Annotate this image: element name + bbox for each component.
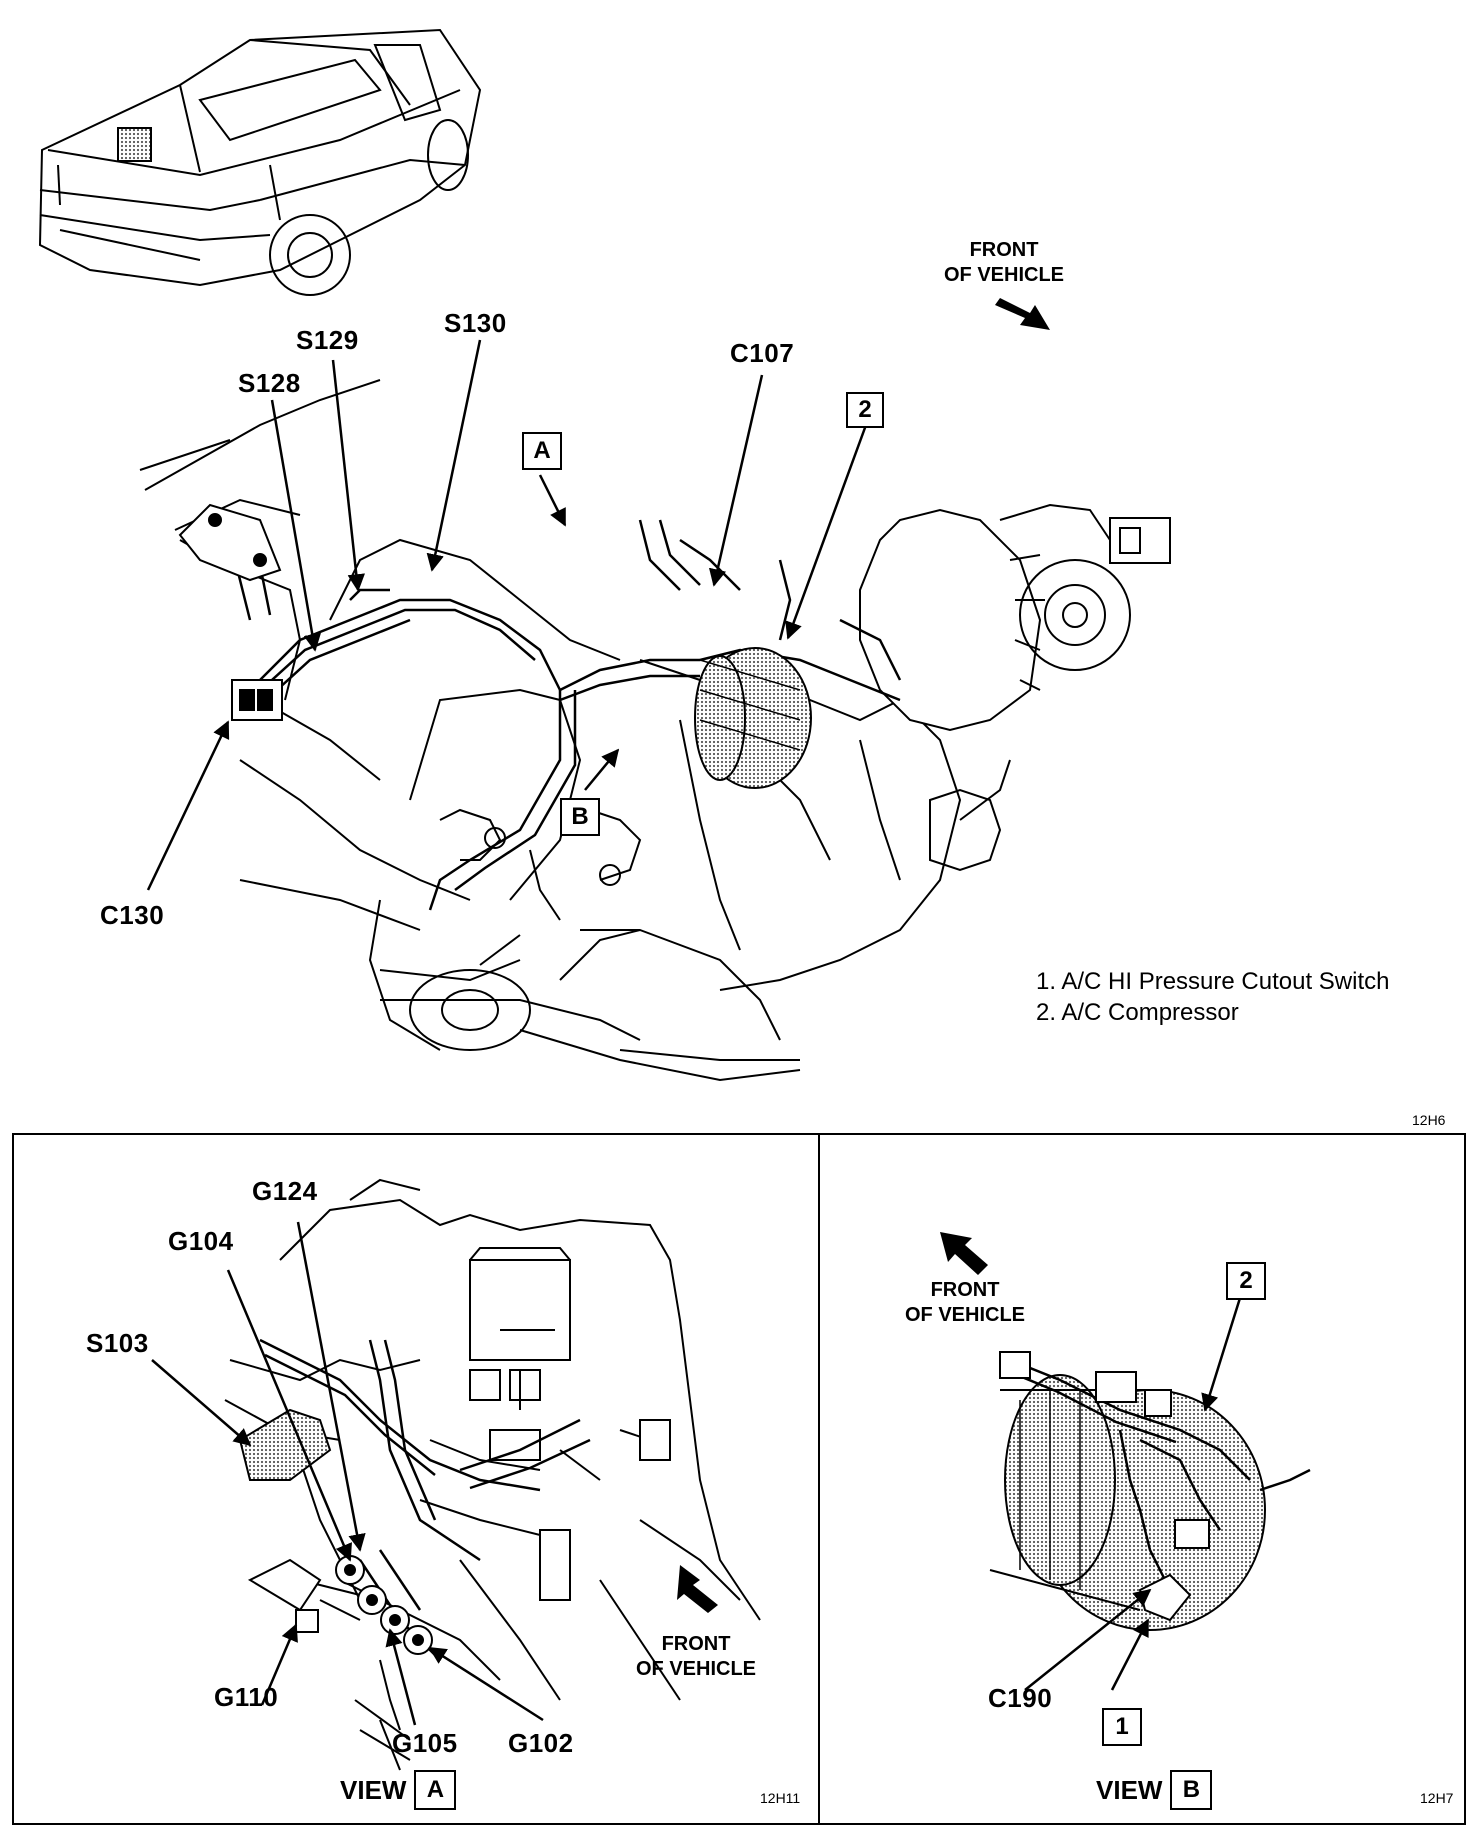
front-of-vehicle-label-line1: FRONT [969, 239, 1039, 261]
view-a-front-label-line2: OF VEHICLE [636, 1658, 757, 1680]
view-a-front-label-line1: FRONT [661, 1633, 731, 1655]
label-c130: C130 [100, 900, 165, 930]
callout-b-box: B [560, 798, 600, 836]
front-of-vehicle-label: FRONT OF VEHICLE [944, 238, 1064, 288]
figure-code-12h11: 12H11 [760, 1790, 801, 1806]
label-g110: G110 [214, 1682, 279, 1712]
relay-bracket [178, 503, 282, 582]
label-c107: C107 [730, 338, 795, 368]
top-leader-lines [146, 339, 868, 891]
view-b-front-of-vehicle-label: FRONT OF VEHICLE [905, 1278, 1025, 1328]
view-a-front-of-vehicle-label: FRONT OF VEHICLE [636, 1632, 756, 1682]
view-a-caption-word: VIEW [340, 1774, 407, 1805]
front-of-vehicle-label-line2: OF VEHICLE [944, 264, 1065, 286]
view-b-front-arrow [940, 1232, 988, 1275]
view-b-lines [1009, 1358, 1311, 1581]
callout-a-box: A [522, 432, 562, 470]
view-b-caption: VIEW B [1096, 1770, 1213, 1810]
view-b-callout-1-box: 1 [1102, 1708, 1142, 1746]
view-a-drawing [224, 1178, 761, 1771]
ac-compressor-top [694, 647, 812, 789]
view-a-leader-lines [151, 1221, 544, 1726]
view-b-leader-lines [1024, 1297, 1242, 1691]
view-a-panel [12, 1133, 820, 1825]
label-g102: G102 [508, 1728, 574, 1758]
label-s130: S130 [444, 308, 507, 338]
view-a-caption: VIEW A [340, 1770, 457, 1810]
view-a-harness [259, 1338, 591, 1661]
label-c190: C190 [988, 1683, 1053, 1713]
vehicle-illustration [38, 28, 482, 296]
view-b-callout-2-box: 2 [1226, 1262, 1266, 1300]
engine-compartment-drawing [139, 379, 1171, 1082]
label-g104: G104 [168, 1226, 234, 1256]
view-b-fittings [999, 1351, 1210, 1622]
legend-item-2: 2. A/C Compressor [1036, 999, 1239, 1026]
label-s128: S128 [238, 368, 301, 398]
callout-2-box: 2 [846, 392, 884, 428]
legend: 1. A/C HI Pressure Cutout Switch 2. A/C … [1036, 966, 1389, 1028]
connector-c130 [231, 679, 283, 721]
view-b-front-label-line2: OF VEHICLE [905, 1304, 1026, 1326]
s103-splice-dotted [238, 1408, 332, 1481]
view-a-front-arrow [677, 1565, 718, 1613]
label-s103: S103 [86, 1328, 149, 1358]
label-s129: S129 [296, 325, 359, 355]
figure-code-12h6: 12H6 [1412, 1112, 1446, 1128]
view-b-panel [818, 1133, 1466, 1825]
front-direction-arrow [995, 298, 1050, 330]
view-b-caption-word: VIEW [1096, 1774, 1163, 1805]
legend-item-1: 1. A/C HI Pressure Cutout Switch [1036, 968, 1390, 995]
view-b-caption-letter: B [1170, 1770, 1213, 1810]
view-a-caption-letter: A [414, 1770, 457, 1810]
label-g105: G105 [392, 1728, 458, 1758]
view-b-front-label-line1: FRONT [930, 1279, 1000, 1301]
figure-code-12h7: 12H7 [1420, 1790, 1454, 1806]
label-g124: G124 [252, 1176, 318, 1206]
